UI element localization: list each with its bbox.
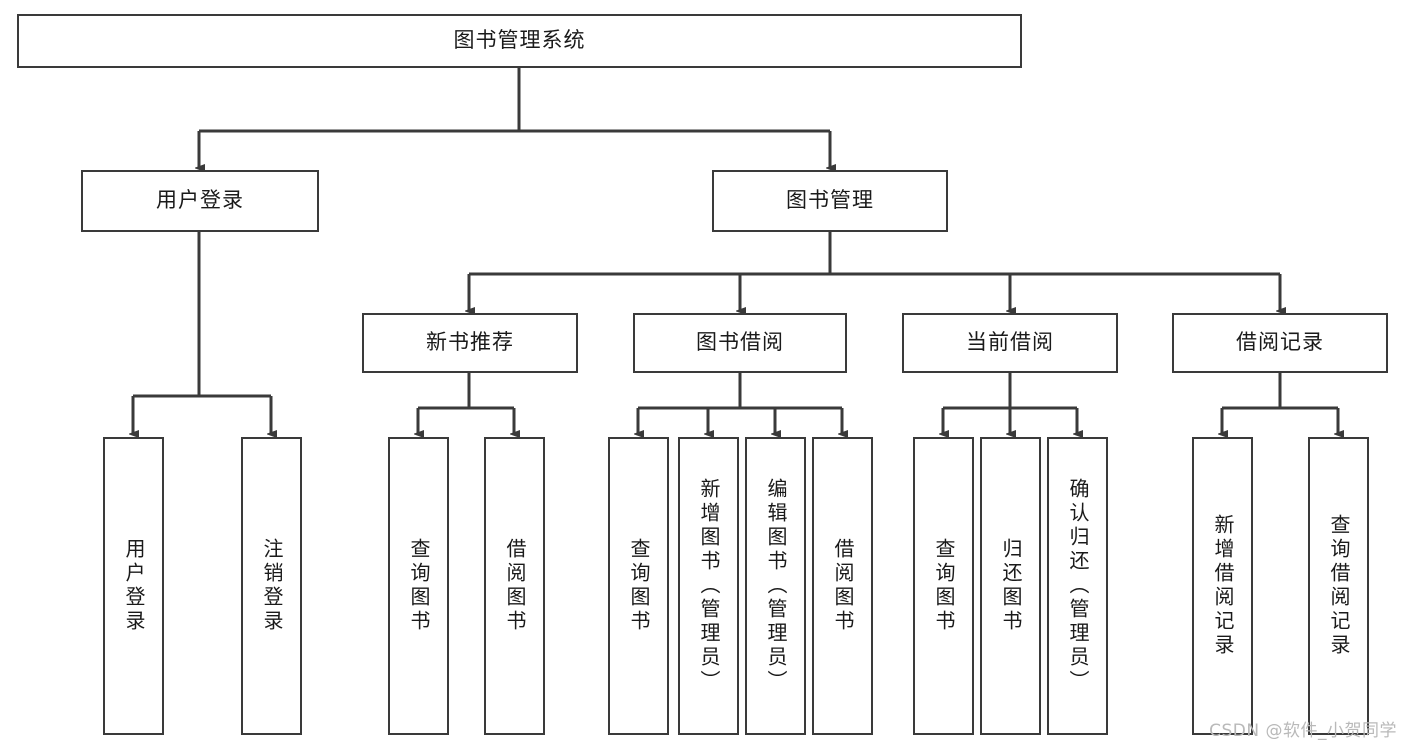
node-new-book-recommend[interactable]: 新书推荐 (362, 313, 578, 373)
leaf-label: 新增借阅记录 (1211, 514, 1235, 658)
watermark: CSDN @软件_小贺同学 (1209, 721, 1397, 741)
leaf-label: 用户登录 (122, 538, 146, 634)
leaf-label: 注销登录 (260, 538, 284, 634)
leaf-add-book-admin: 新增图书（管理员） (678, 437, 739, 735)
leaf-borrow-book-newbook: 借阅图书 (484, 437, 545, 735)
node-book-borrow[interactable]: 图书借阅 (633, 313, 847, 373)
leaf-label: 确认归还（管理员） (1066, 478, 1090, 694)
leaf-label: 查询图书 (627, 538, 651, 634)
node-current-borrow[interactable]: 当前借阅 (902, 313, 1118, 373)
leaf-logout: 注销登录 (241, 437, 302, 735)
leaf-user-login: 用户登录 (103, 437, 164, 735)
node-user-login[interactable]: 用户登录 (81, 170, 319, 232)
leaf-label: 借阅图书 (831, 538, 855, 634)
leaf-label: 编辑图书（管理员） (764, 478, 788, 694)
leaf-label: 新增图书（管理员） (697, 478, 721, 694)
leaf-return-book: 归还图书 (980, 437, 1041, 735)
leaf-label: 查询借阅记录 (1327, 514, 1351, 658)
leaf-query-book-borrow: 查询图书 (608, 437, 669, 735)
leaf-add-borrow-record: 新增借阅记录 (1192, 437, 1253, 735)
leaf-edit-book-admin: 编辑图书（管理员） (745, 437, 806, 735)
leaf-confirm-return-admin: 确认归还（管理员） (1047, 437, 1108, 735)
leaf-query-borrow-record: 查询借阅记录 (1308, 437, 1369, 735)
leaf-query-book-newbook: 查询图书 (388, 437, 449, 735)
leaf-label: 查询图书 (932, 538, 956, 634)
leaf-label: 查询图书 (407, 538, 431, 634)
node-book-management[interactable]: 图书管理 (712, 170, 948, 232)
leaf-query-book-current: 查询图书 (913, 437, 974, 735)
leaf-label: 借阅图书 (503, 538, 527, 634)
node-root[interactable]: 图书管理系统 (17, 14, 1022, 68)
leaf-label: 归还图书 (999, 538, 1023, 634)
leaf-borrow-book: 借阅图书 (812, 437, 873, 735)
node-borrow-records[interactable]: 借阅记录 (1172, 313, 1388, 373)
